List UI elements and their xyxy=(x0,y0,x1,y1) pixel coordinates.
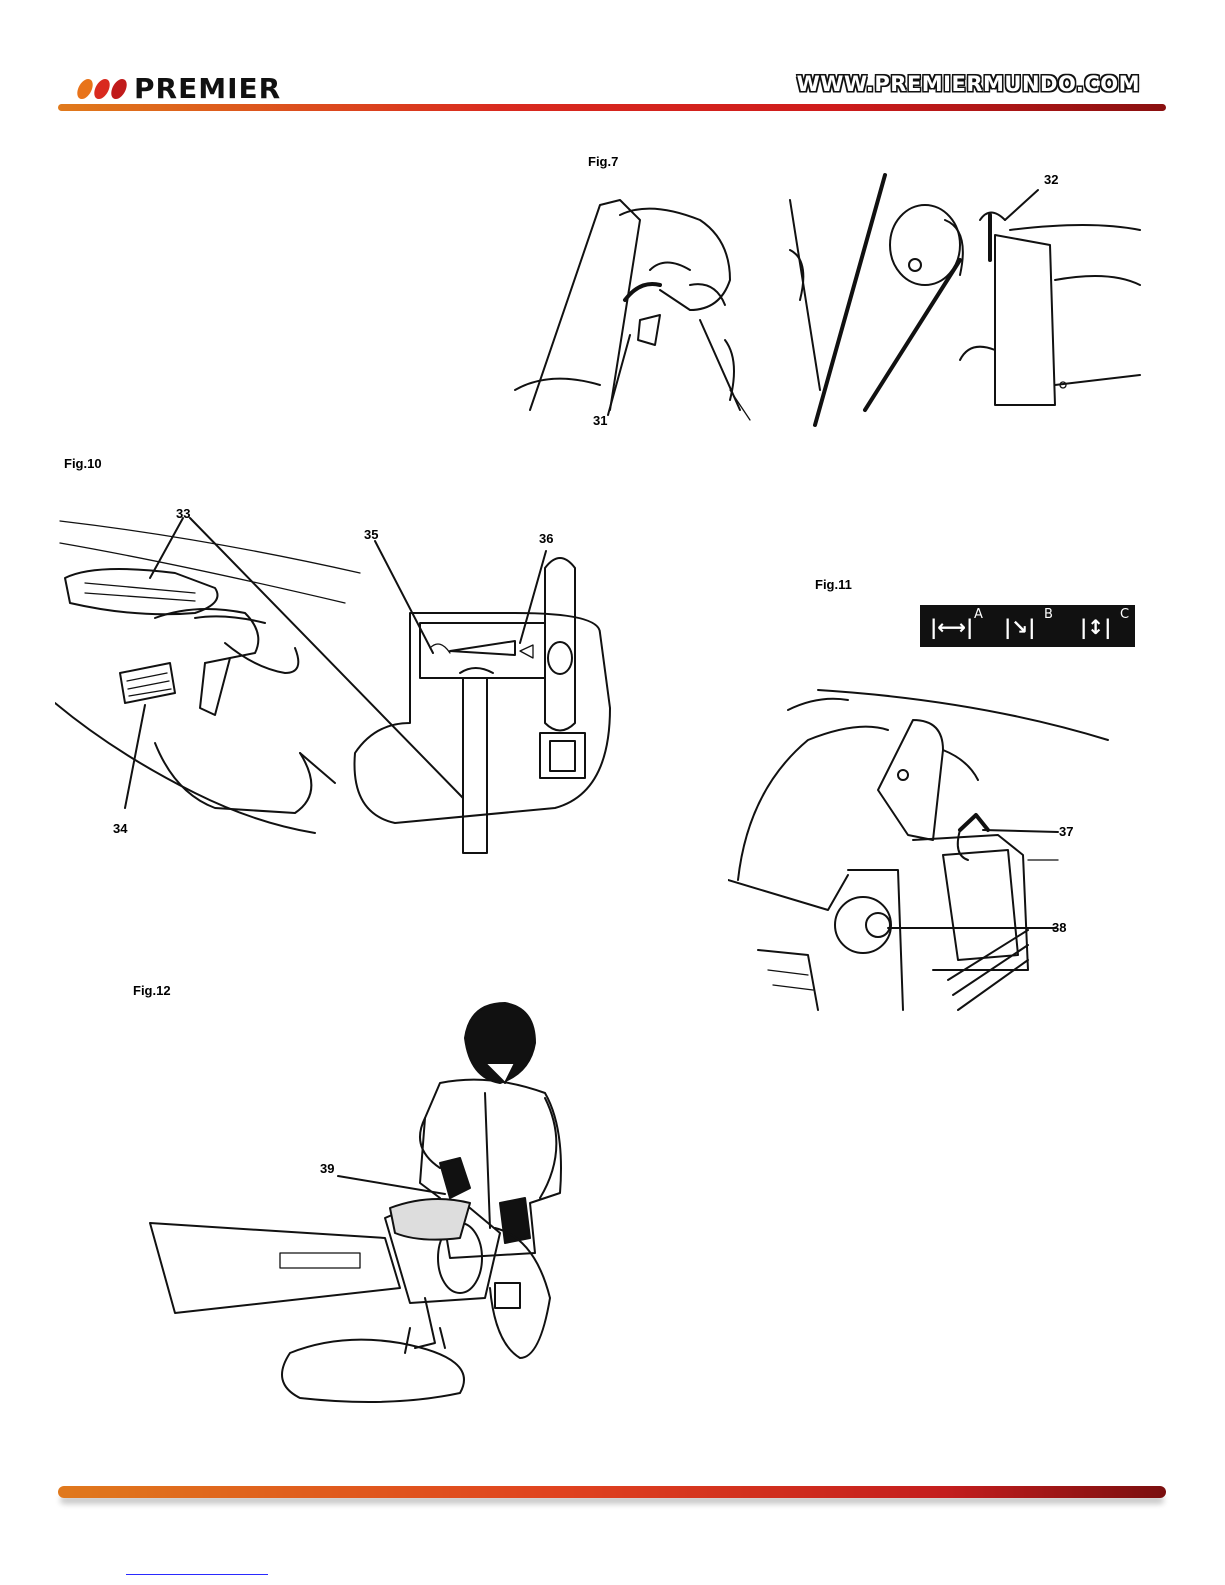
header-rule xyxy=(58,104,1166,111)
mode-b-icon: |↘| xyxy=(1004,615,1035,639)
fig10-illustration xyxy=(55,493,617,858)
fig11-label: Fig.11 xyxy=(815,577,852,592)
logo-dots xyxy=(78,79,126,99)
fig10-callout-36: 36 xyxy=(539,531,553,546)
fig12-illustration xyxy=(140,998,575,1413)
footer-link-underline[interactable] xyxy=(126,1574,268,1575)
mode-b-letter: B xyxy=(1044,607,1053,622)
fig12-label: Fig.12 xyxy=(133,983,171,998)
fig10-callout-35: 35 xyxy=(364,527,378,542)
brand-name: PREMIER xyxy=(134,72,281,105)
fig10-callout-33: 33 xyxy=(176,506,190,521)
mode-a-letter: A xyxy=(974,607,983,622)
fig11-mode-strip: |⟷| A |↘| B |↕| C xyxy=(920,605,1135,647)
fig7-illustration xyxy=(490,160,1142,435)
fig11-illustration xyxy=(728,680,1138,1020)
fig11-callout-38: 38 xyxy=(1052,920,1066,935)
fig10-callout-34: 34 xyxy=(113,821,127,836)
logo-dot-1 xyxy=(75,79,95,99)
footer-rule xyxy=(58,1486,1166,1498)
fig12-callout-39: 39 xyxy=(320,1161,334,1176)
fig7-callout-31: 31 xyxy=(593,413,607,428)
website-url[interactable]: WWW.PREMIERMUNDO.COM xyxy=(797,72,1140,96)
mode-c-icon: |↕| xyxy=(1080,615,1111,639)
brand-logo: PREMIER xyxy=(78,72,281,105)
logo-dot-3 xyxy=(109,79,129,99)
fig7-callout-32: 32 xyxy=(1044,172,1058,187)
logo-dot-2 xyxy=(92,79,112,99)
fig10-label: Fig.10 xyxy=(64,456,102,471)
mode-a-icon: |⟷| xyxy=(930,615,973,639)
mode-c-letter: C xyxy=(1120,607,1129,622)
fig11-callout-37: 37 xyxy=(1059,824,1073,839)
